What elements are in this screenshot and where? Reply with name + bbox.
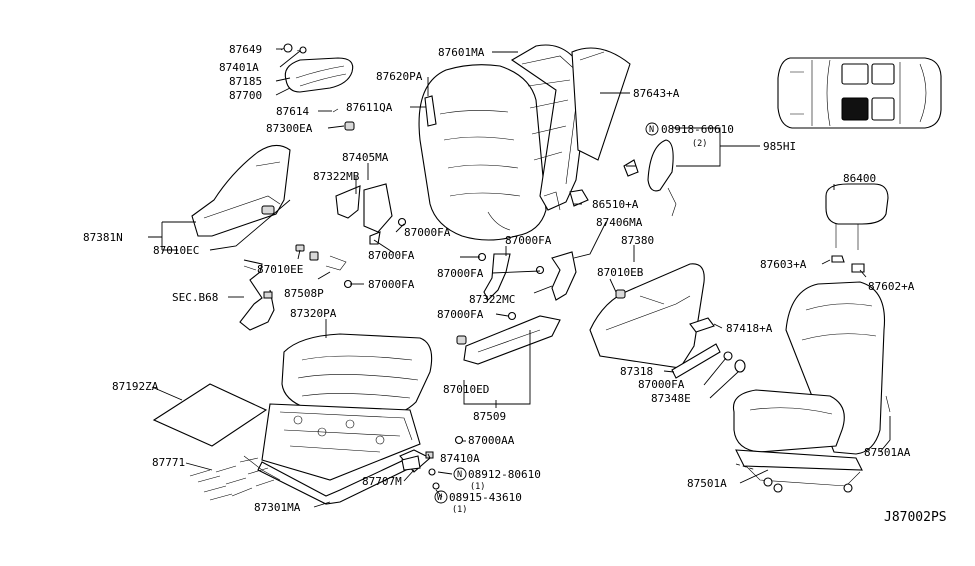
label-87318: 87318: [620, 365, 653, 378]
label-87501a: 87501A: [687, 477, 727, 490]
inner-finisher-87509: [456, 315, 561, 365]
label-87508p: 87508P: [284, 287, 324, 300]
label-87602a: 87602+A: [868, 280, 915, 293]
label-87381n: 87381N: [83, 231, 123, 244]
recliner-lever-center: [477, 251, 577, 321]
part-labels: 87649 87401A 87185 87700 87614 87300EA 8…: [83, 43, 947, 525]
label-87322mc: 87322MC: [469, 293, 515, 306]
symbol-n-2: N: [457, 470, 462, 480]
levers-right: [671, 317, 746, 379]
label-08915-qty: (1): [452, 505, 467, 515]
label-87000fa-3: 87000FA: [505, 234, 552, 247]
label-87380: 87380: [621, 234, 654, 247]
label-sec-b68: SEC.B68: [172, 291, 218, 304]
label-87649: 87649: [229, 43, 262, 56]
harness-sec-b68: [239, 259, 275, 331]
label-87301ma: 87301MA: [254, 501, 301, 514]
label-87000aa: 87000AA: [468, 434, 515, 447]
label-08918-qty: (2): [692, 139, 707, 149]
symbol-circles: [434, 122, 659, 504]
symbol-n-1: N: [649, 125, 654, 135]
seat-frame: [257, 403, 464, 505]
label-87501aa: 87501AA: [864, 446, 911, 459]
clip-985hi: [623, 139, 677, 217]
label-87000fa-6: 87000FA: [437, 308, 484, 321]
seat-cushion-finisher-outer: [191, 144, 291, 237]
label-08915-43610: 08915-43610: [449, 491, 522, 504]
label-87643a: 87643+A: [633, 87, 680, 100]
label-87000fa-5: 87000FA: [437, 267, 484, 280]
vehicle-locator-icon: [777, 57, 942, 129]
diagram-id: J87002PS: [884, 510, 947, 525]
label-87300ea: 87300EA: [266, 122, 313, 135]
seat-back-frame: [510, 44, 591, 211]
label-87320pa: 87320PA: [290, 307, 337, 320]
label-87192za: 87192ZA: [112, 380, 159, 393]
label-87010ed: 87010ED: [443, 383, 489, 396]
label-87401a: 87401A: [219, 61, 259, 74]
seat-back-board: [571, 47, 631, 161]
label-87707m: 87707M: [362, 475, 402, 488]
recliner-covers: [335, 183, 407, 245]
seat-back-pad: [418, 64, 547, 241]
label-08918-60610: 08918-60610: [661, 123, 734, 136]
label-87509: 87509: [473, 410, 506, 423]
armrest-group: [280, 43, 355, 131]
label-87348e: 87348E: [651, 392, 691, 405]
label-86400: 86400: [843, 172, 876, 185]
label-87601ma: 87601MA: [438, 46, 485, 59]
label-87322mb: 87322MB: [313, 170, 360, 183]
label-08912-qty: (1): [470, 482, 485, 492]
label-87418a: 87418+A: [726, 322, 773, 335]
label-87000fa-1: 87000FA: [404, 226, 451, 239]
complete-seat-assembly: [732, 281, 891, 493]
leader-lines: [148, 48, 891, 508]
label-87603a: 87603+A: [760, 258, 807, 271]
seat-cushion-pad: [281, 333, 433, 419]
label-87000fa-2: 87000FA: [368, 249, 415, 262]
label-86510a: 86510+A: [592, 198, 639, 211]
symbol-w: W: [437, 493, 443, 503]
rail-bolts-87771: [189, 455, 281, 501]
label-87405ma: 87405MA: [342, 151, 389, 164]
label-87010eb: 87010EB: [597, 266, 644, 279]
label-87700: 87700: [229, 89, 262, 102]
label-87000fa-4: 87000FA: [368, 278, 415, 291]
label-985hi: 985HI: [763, 140, 796, 153]
label-87406ma: 87406MA: [596, 216, 643, 229]
label-87010ee: 87010EE: [257, 263, 303, 276]
label-87000fa-7: 87000FA: [638, 378, 685, 391]
label-87185: 87185: [229, 75, 262, 88]
headrest-86400: [825, 183, 889, 273]
label-87614: 87614: [276, 105, 309, 118]
label-87611qa: 87611QA: [346, 101, 393, 114]
finisher-87380: [589, 263, 705, 369]
label-87010ec: 87010EC: [153, 244, 199, 257]
label-87771: 87771: [152, 456, 185, 469]
mat-87192za: [152, 383, 268, 447]
fasteners-lower-left: [295, 244, 353, 289]
label-87410a: 87410A: [440, 452, 480, 465]
label-87620pa: 87620PA: [376, 70, 423, 83]
label-08912-80610: 08912-80610: [468, 468, 541, 481]
